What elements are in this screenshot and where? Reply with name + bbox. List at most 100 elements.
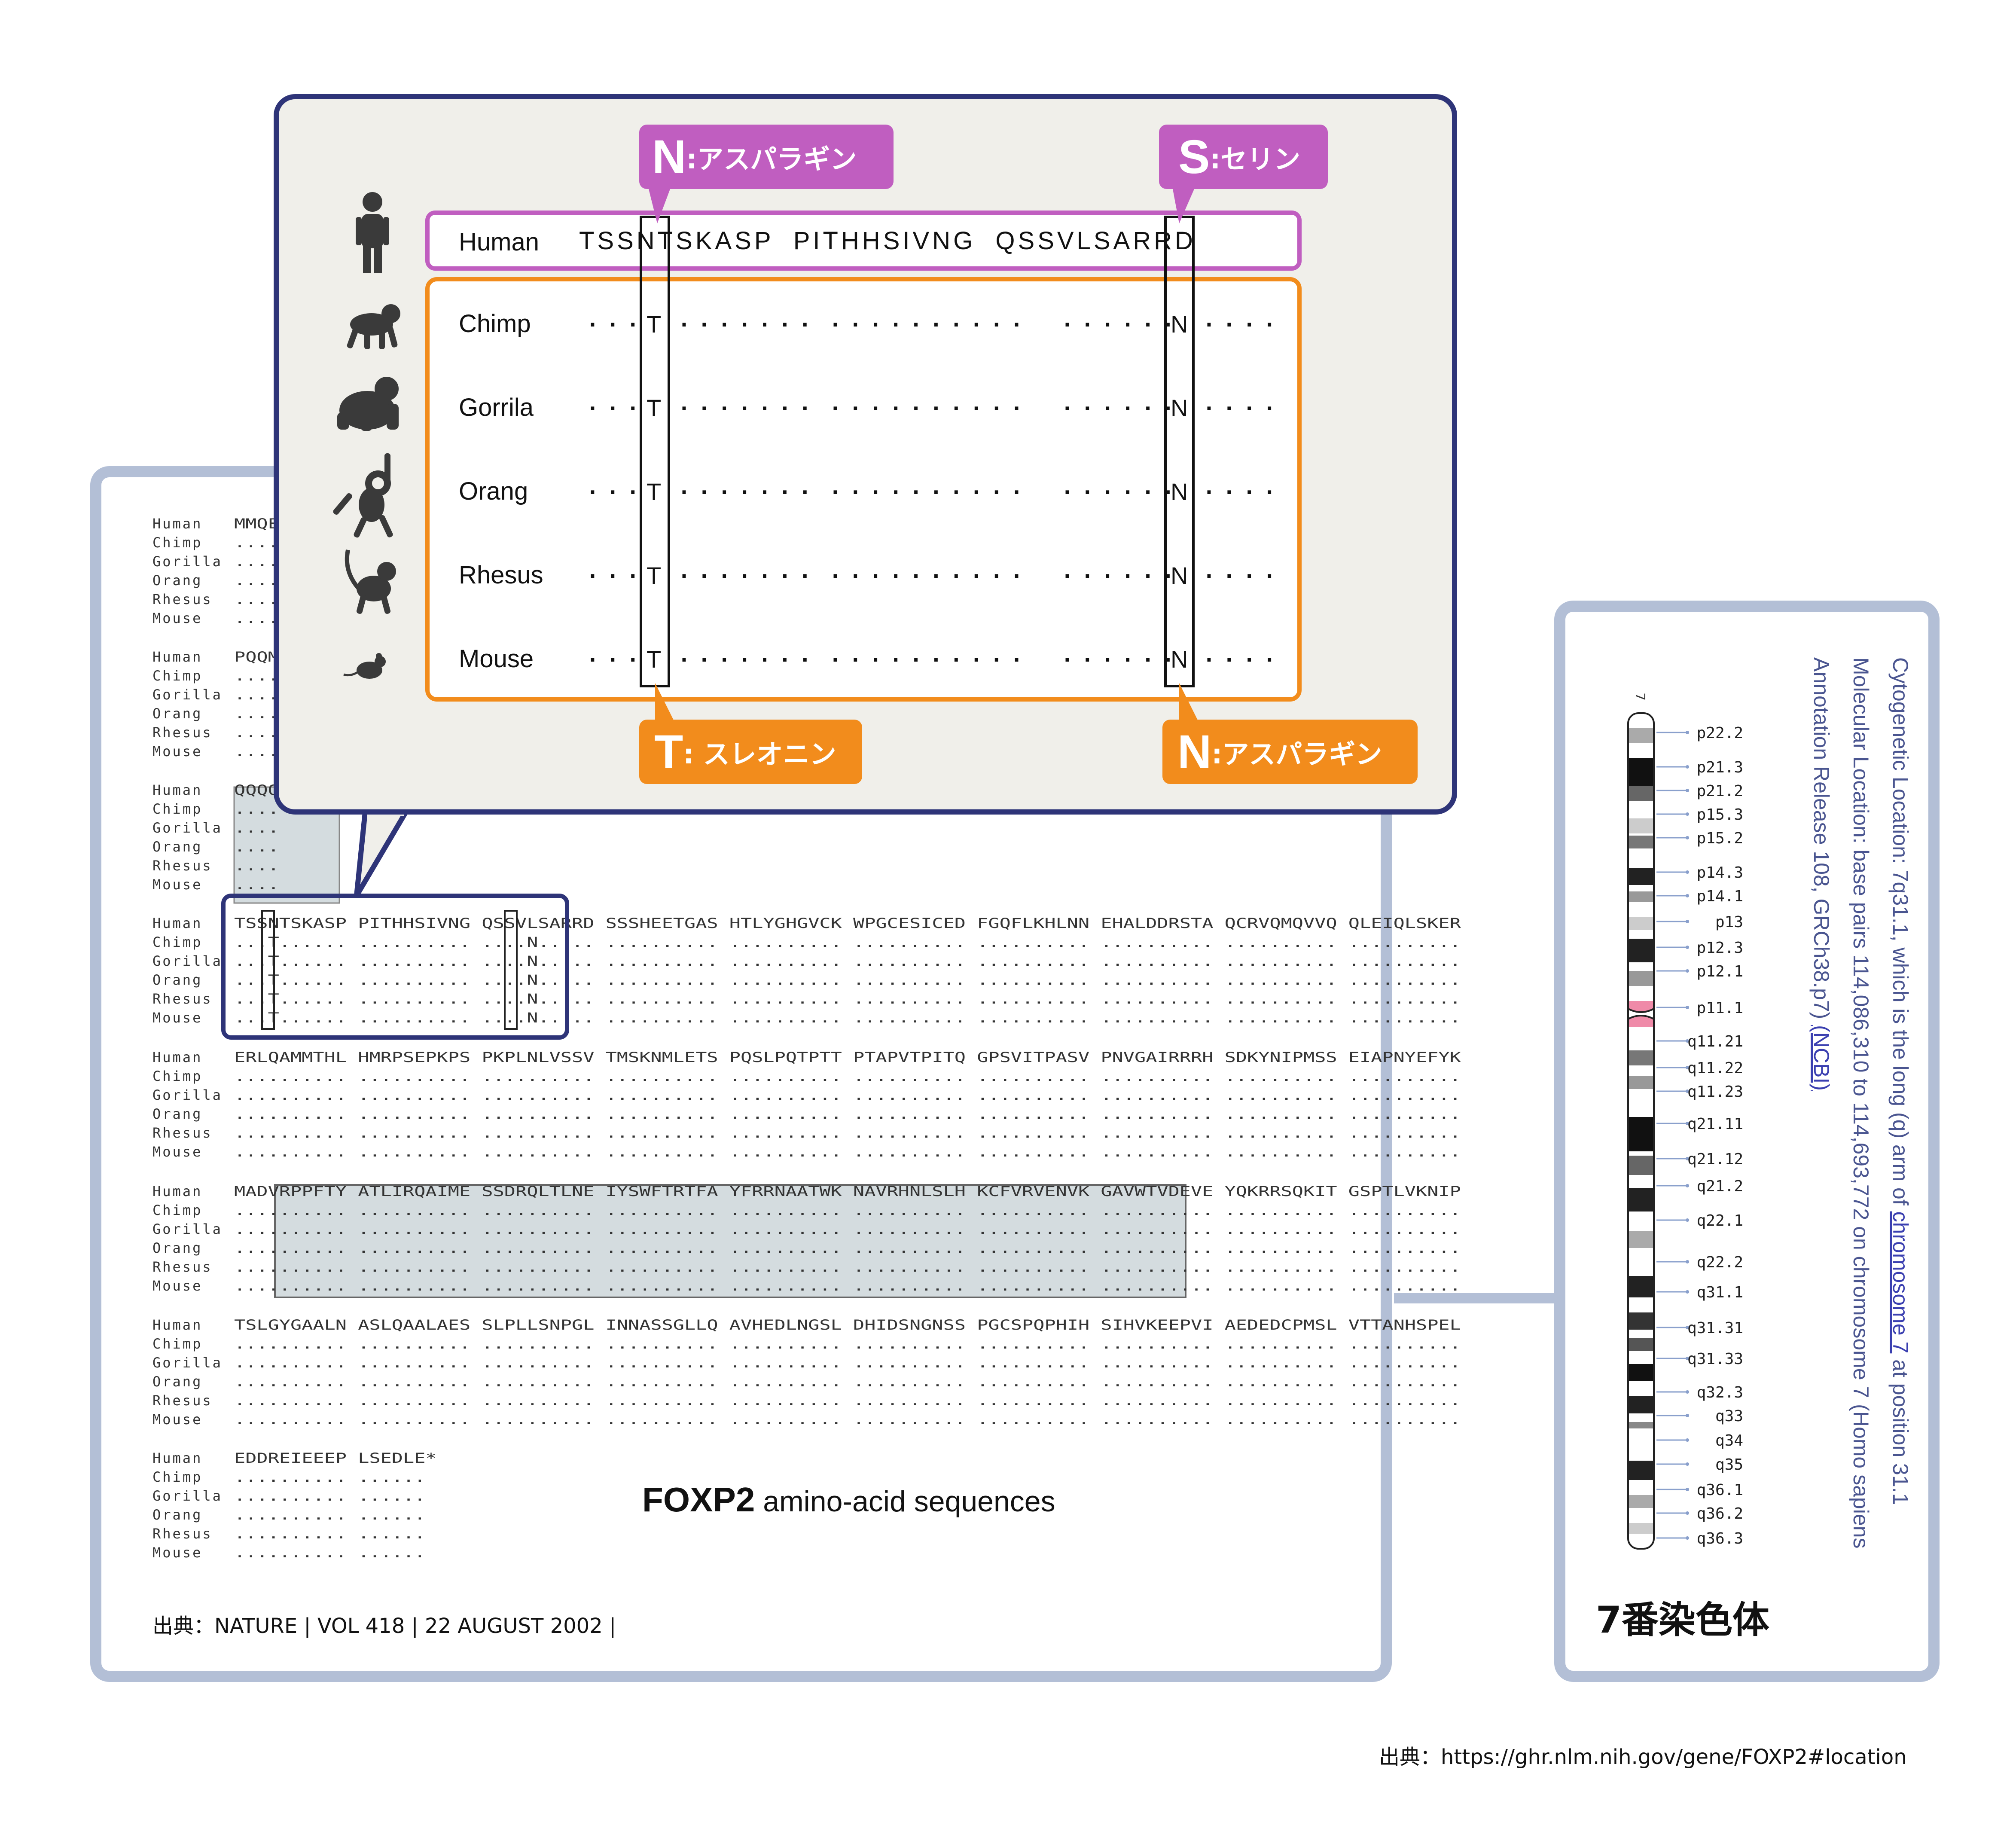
align-sequence-row: .......... .......... .......... .......… (234, 1355, 1461, 1371)
band-label: q35 (1715, 1456, 1743, 1474)
align-sequence-row: .... (234, 743, 279, 760)
identical-residues: ...... (1061, 559, 1182, 583)
chromosome-band-stain (1629, 1364, 1653, 1381)
align-species-label: Chimp (152, 1202, 202, 1218)
alignment-source: 出典：NATURE | VOL 418 | 22 AUGUST 2002 | (152, 1614, 616, 1638)
chromosome-band-stain (1629, 1396, 1653, 1413)
zoom-source-box (221, 894, 569, 1040)
align-sequence-row: QQQQ (234, 782, 279, 798)
band-label: q36.3 (1697, 1530, 1743, 1547)
align-species-label: Mouse (152, 1010, 202, 1026)
chromosome-band-stain (1629, 1338, 1653, 1351)
align-species-label: Chimp (152, 934, 202, 950)
align-species-label: Chimp (152, 1336, 202, 1352)
align-sequence-row: .......... ...... (234, 1507, 425, 1523)
align-sequence-row: .......... .......... .......... .......… (234, 1411, 1461, 1428)
chromosome-band-stain (1629, 917, 1653, 930)
chromosome-band-stain (1629, 1495, 1653, 1508)
band-label: q36.2 (1697, 1505, 1743, 1523)
align-species-label: Gorilla (152, 1087, 223, 1103)
chromosome-band-stain (1629, 1422, 1653, 1428)
chromosome-band-stain (1629, 971, 1653, 986)
alignment-title: FOXP2 amino-acid sequences (642, 1480, 1055, 1520)
chromosome-band-stain (1629, 1117, 1653, 1151)
align-species-label: Chimp (152, 801, 202, 817)
align-sequence-row: .......... .......... .......... .......… (234, 1202, 1461, 1218)
molecular-location-line-2: Annotation Release 108, GRCh38.p7) (NCBI… (1809, 657, 1833, 1091)
band-label: q36.1 (1697, 1481, 1743, 1499)
chromosome-number: 7 (1632, 693, 1647, 701)
chromosome-band-stain (1629, 1461, 1653, 1480)
align-sequence-row: .......... .......... .......... .......… (234, 1087, 1461, 1103)
identical-residues: .......... (829, 643, 1031, 667)
align-sequence-row: .......... .......... .......... .......… (234, 1373, 1461, 1390)
band-label: p15.2 (1697, 830, 1743, 847)
identical-residues: ....... (678, 643, 819, 667)
align-sequence-row: TSLGYGAALN ASLQAALAES SLPLLSNPGL INNASSG… (234, 1317, 1461, 1333)
align-sequence-row: ...T...... .......... ....N..... .......… (234, 991, 1461, 1007)
align-sequence-row: .......... .......... .......... .......… (234, 1221, 1461, 1237)
human-sequence-box (425, 211, 1302, 271)
align-species-label: Mouse (152, 743, 202, 760)
zoom-species-orang: Orang (459, 477, 528, 505)
chromosome-7-link[interactable]: chromosome 7 (1888, 1211, 1912, 1354)
align-species-label: Rhesus (152, 1125, 213, 1141)
align-species-label: Chimp (152, 1469, 202, 1485)
band-label: q21.12 (1687, 1150, 1743, 1168)
substituted-residue: N (1171, 478, 1188, 505)
substituted-residue: N (1171, 562, 1188, 589)
rhesus-icon (345, 549, 396, 614)
alignment-title-rest: amino-acid sequences (755, 1485, 1055, 1518)
align-species-label: Orang (152, 839, 202, 855)
align-sequence-row: .... (234, 876, 279, 893)
align-species-label: Gorilla (152, 1488, 223, 1504)
align-species-label: Gorilla (152, 553, 223, 570)
human-icon (356, 192, 389, 273)
align-sequence-row: .......... .......... .......... .......… (234, 1278, 1461, 1294)
chromosome-band-stain (1629, 1050, 1653, 1065)
identical-residues: .......... (829, 475, 1031, 499)
identical-residues: .......... (829, 391, 1031, 415)
ncbi-link[interactable]: (NCBI) (1809, 1025, 1833, 1091)
molecular-location-line-1: Molecular Location: base pairs 114,086,3… (1849, 657, 1873, 1549)
align-sequence-row: .... (234, 724, 279, 741)
chromosome-band-stain (1629, 786, 1653, 801)
chromosome-band-stain (1629, 939, 1653, 962)
band-label: p21.3 (1697, 759, 1743, 776)
align-sequence-row: .......... .......... .......... .......… (234, 1125, 1461, 1141)
identical-residues: ...... (1061, 643, 1182, 667)
identical-residues: .... (1203, 475, 1284, 499)
zoom-human-label: Human (459, 228, 539, 256)
chimp-icon (347, 304, 400, 349)
identical-residues: ... (586, 559, 647, 583)
align-species-label: Orang (152, 705, 202, 722)
band-label: q31.31 (1687, 1319, 1743, 1337)
band-label: p11.1 (1697, 999, 1743, 1017)
align-species-label: Orang (152, 1106, 202, 1122)
align-species-label: Human (152, 1049, 202, 1065)
band-label: q22.1 (1697, 1212, 1743, 1230)
align-sequence-row: .... (234, 591, 279, 607)
substituted-residue: T (647, 562, 662, 589)
substituted-residue: N (1171, 646, 1188, 673)
align-species-label: Mouse (152, 1411, 202, 1428)
align-species-label: Rhesus (152, 591, 213, 607)
band-label: q33 (1715, 1407, 1743, 1425)
align-species-label: Rhesus (152, 724, 213, 741)
identical-residues: ...... (1061, 308, 1182, 332)
align-sequence-row: .......... .......... .......... .......… (234, 1392, 1461, 1409)
align-sequence-row: EDDREIEEEP LSEDLE* (234, 1450, 437, 1466)
substituted-residue: N (1171, 394, 1188, 421)
align-species-label: Orang (152, 1507, 202, 1523)
band-label: q11.23 (1687, 1083, 1743, 1101)
chromosome-band-stain (1629, 891, 1653, 902)
identical-residues: ... (586, 643, 647, 667)
substituted-residue: T (647, 394, 662, 421)
align-sequence-row: .... (234, 553, 279, 570)
band-label: q34 (1715, 1432, 1743, 1450)
align-species-label: Human (152, 1317, 202, 1333)
align-sequence-row: .......... ...... (234, 1469, 425, 1485)
shaded-region-2 (274, 1184, 1186, 1298)
